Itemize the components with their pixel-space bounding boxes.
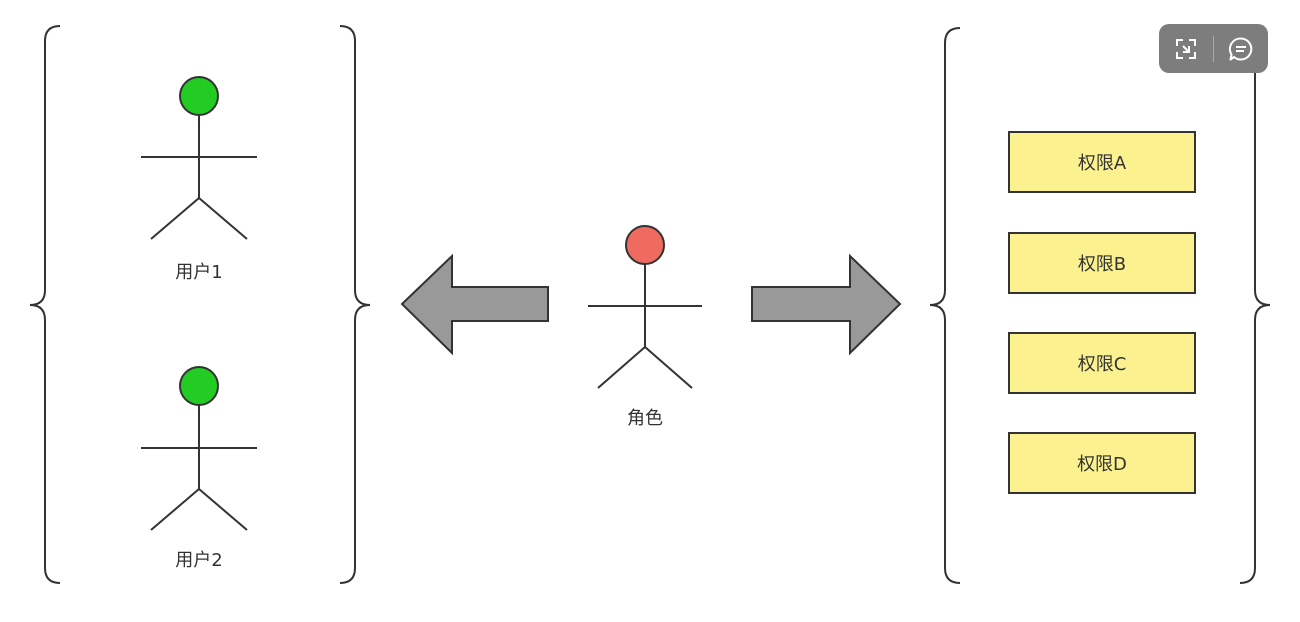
user-1-label: 用户1 [175, 262, 223, 283]
user-1-right-leg [198, 197, 248, 240]
permission-a-label: 权限A [1077, 153, 1127, 174]
comment-button[interactable] [1214, 24, 1268, 73]
role-left-leg [597, 346, 646, 389]
user-figure-1 [141, 76, 257, 240]
right-group-open-brace [929, 27, 961, 584]
right-group-close-brace [1239, 27, 1271, 584]
permission-box-c: 权限C [1008, 332, 1196, 394]
left-arrow [400, 253, 549, 356]
user-1-left-leg [150, 197, 200, 240]
comment-icon [1228, 37, 1253, 60]
left-group-open-brace [29, 25, 61, 584]
expand-icon [1176, 38, 1196, 59]
user-1-head [179, 76, 219, 116]
permission-box-b: 权限B [1008, 232, 1196, 294]
role-right-leg [644, 346, 693, 389]
user-2-right-leg [198, 488, 248, 531]
user-2-left-leg [150, 488, 200, 531]
permission-d-label: 权限D [1077, 454, 1127, 475]
user-2-label: 用户2 [175, 550, 223, 571]
role-figure [588, 225, 702, 389]
permission-c-label: 权限C [1077, 354, 1127, 375]
permission-box-d: 权限D [1008, 432, 1196, 494]
toolbar-separator [1213, 35, 1214, 62]
floating-toolbar [1159, 24, 1268, 73]
user-figure-2 [141, 366, 257, 531]
user-2-head [179, 366, 219, 406]
role-label: 角色 [627, 408, 663, 429]
role-head [625, 225, 665, 265]
expand-button[interactable] [1159, 24, 1213, 73]
left-group-close-brace [339, 25, 371, 584]
permission-b-label: 权限B [1077, 254, 1127, 275]
right-arrow [751, 253, 902, 356]
permission-box-a: 权限A [1008, 131, 1196, 193]
